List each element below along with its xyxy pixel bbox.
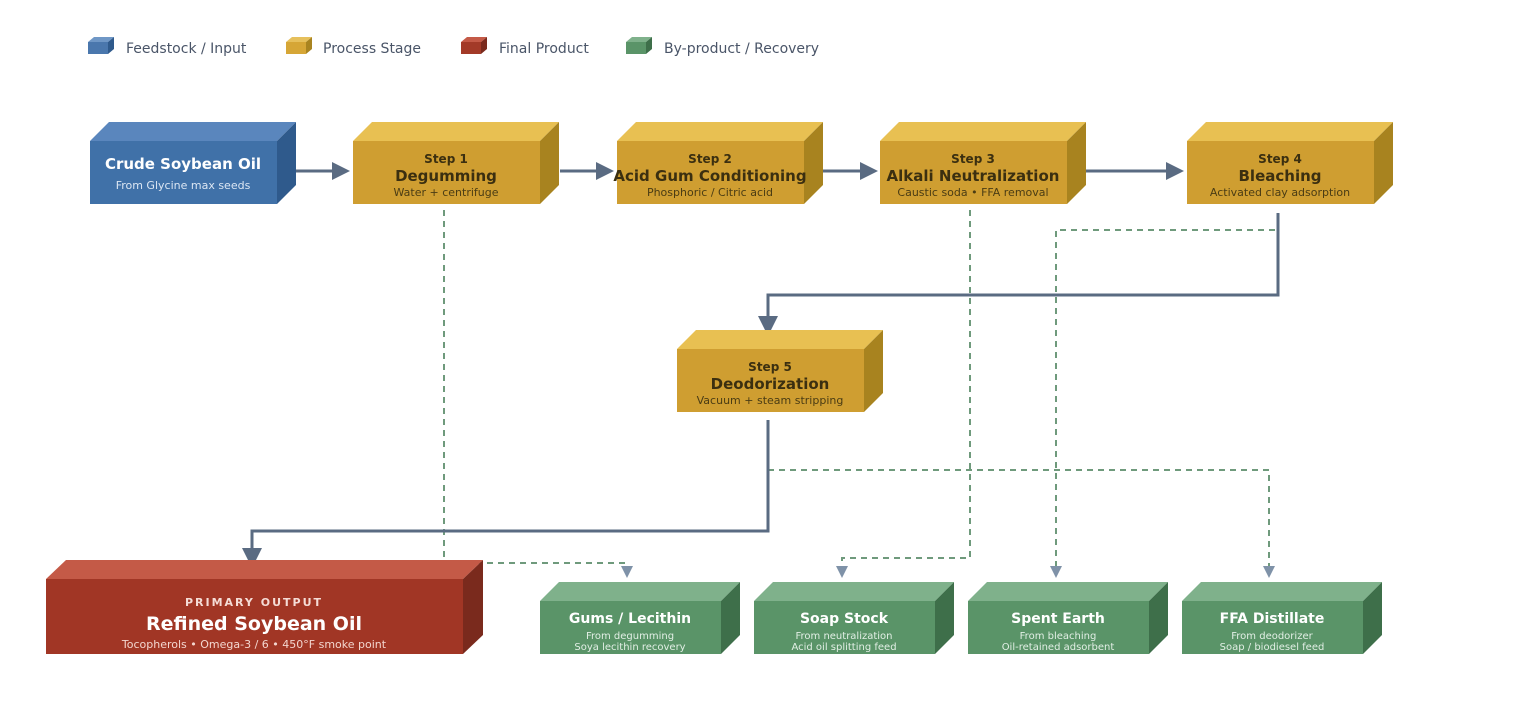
arrowhead (860, 162, 878, 180)
step-title: Deodorization (711, 375, 830, 393)
legend-item-process: Process Stage (286, 37, 421, 57)
legend-label: By-product / Recovery (664, 41, 819, 57)
arrowhead (332, 162, 350, 180)
byproduct-line1: From neutralization (795, 631, 892, 642)
step-label: Step 3 (951, 152, 995, 166)
byproduct-line2: Acid oil splitting feed (791, 642, 896, 653)
feedstock-box: Crude Soybean Oil From Glycine max seeds (90, 122, 296, 204)
product-title: Refined Soybean Oil (146, 613, 362, 635)
step-title: Degumming (395, 167, 497, 185)
step-subtitle: Activated clay adsorption (1210, 186, 1350, 199)
feedstock-title: Crude Soybean Oil (105, 155, 261, 173)
step-subtitle: Phosphoric / Citric acid (647, 186, 773, 199)
step-label: Step 2 (688, 152, 732, 166)
connector-bleaching-spentearth (1055, 229, 1275, 572)
step-label: Step 1 (424, 152, 468, 166)
arrowhead (621, 566, 633, 578)
arrow-step5-product (250, 420, 770, 550)
legend-item-feedstock: Feedstock / Input (88, 37, 247, 57)
byproduct-title: Spent Earth (1011, 611, 1105, 627)
byproduct-line2: Oil-retained adsorbent (1002, 642, 1115, 653)
arrowhead (1050, 566, 1062, 578)
legend-item-product: Final Product (461, 37, 589, 57)
legend: Feedstock / Input Process Stage Final Pr… (88, 37, 819, 57)
arrowhead (836, 566, 848, 578)
byproduct-soap-stock: Soap Stock From neutralization Acid oil … (754, 582, 954, 654)
process-step-1: Step 1 Degumming Water + centrifuge (353, 122, 559, 204)
arrowhead (596, 162, 614, 180)
byproduct-line2: Soya lecithin recovery (574, 642, 685, 653)
final-product-box: PRIMARY OUTPUT Refined Soybean Oil Tocop… (46, 560, 483, 654)
legend-item-byproduct: By-product / Recovery (626, 37, 819, 57)
connector-neutralization-soapstock (841, 210, 971, 572)
legend-label: Process Stage (323, 41, 421, 57)
step-title: Bleaching (1239, 167, 1322, 185)
step-title: Alkali Neutralization (887, 167, 1060, 185)
byproduct-title: Soap Stock (800, 611, 889, 627)
byproduct-title: Gums / Lecithin (569, 611, 691, 627)
arrowhead (1166, 162, 1184, 180)
step-subtitle: Caustic soda • FFA removal (897, 186, 1048, 199)
byproduct-line1: From bleaching (1020, 631, 1097, 642)
legend-label: Feedstock / Input (126, 41, 247, 57)
main-flow-arrowheads (242, 162, 1184, 568)
byproduct-line1: From deodorizer (1231, 631, 1313, 642)
process-step-3: Step 3 Alkali Neutralization Caustic sod… (880, 122, 1086, 204)
step-subtitle: Water + centrifuge (394, 186, 499, 199)
legend-label: Final Product (499, 41, 589, 57)
step-title: Acid Gum Conditioning (613, 167, 806, 185)
arrowhead (242, 548, 262, 568)
product-subtitle: Tocopherols • Omega-3 / 6 • 450°F smoke … (121, 638, 387, 651)
connector-degumming-gums (443, 210, 628, 572)
byproduct-line2: Soap / biodiesel feed (1220, 642, 1325, 653)
arrowhead (758, 316, 778, 336)
product-label: PRIMARY OUTPUT (185, 596, 323, 609)
feedstock-subtitle: From Glycine max seeds (116, 179, 251, 192)
byproduct-line1: From degumming (586, 631, 674, 642)
process-step-5: Step 5 Deodorization Vacuum + steam stri… (677, 330, 883, 412)
byproduct-title: FFA Distillate (1220, 611, 1325, 627)
process-step-4: Step 4 Bleaching Activated clay adsorpti… (1187, 122, 1393, 204)
step-label: Step 5 (748, 360, 792, 374)
byproduct-spent-earth: Spent Earth From bleaching Oil-retained … (968, 582, 1168, 654)
main-flow-connectors (250, 169, 1280, 550)
byproduct-arrowheads (621, 566, 1275, 578)
connector-deodorizer-ffa (768, 469, 1270, 572)
process-step-2: Step 2 Acid Gum Conditioning Phosphoric … (613, 122, 823, 204)
arrow-step4-step5 (766, 213, 1280, 318)
byproduct-gums-lecithin: Gums / Lecithin From degumming Soya leci… (540, 582, 740, 654)
step-subtitle: Vacuum + steam stripping (697, 394, 844, 407)
arrowhead (1263, 566, 1275, 578)
byproduct-ffa-distillate: FFA Distillate From deodorizer Soap / bi… (1182, 582, 1382, 654)
step-label: Step 4 (1258, 152, 1302, 166)
